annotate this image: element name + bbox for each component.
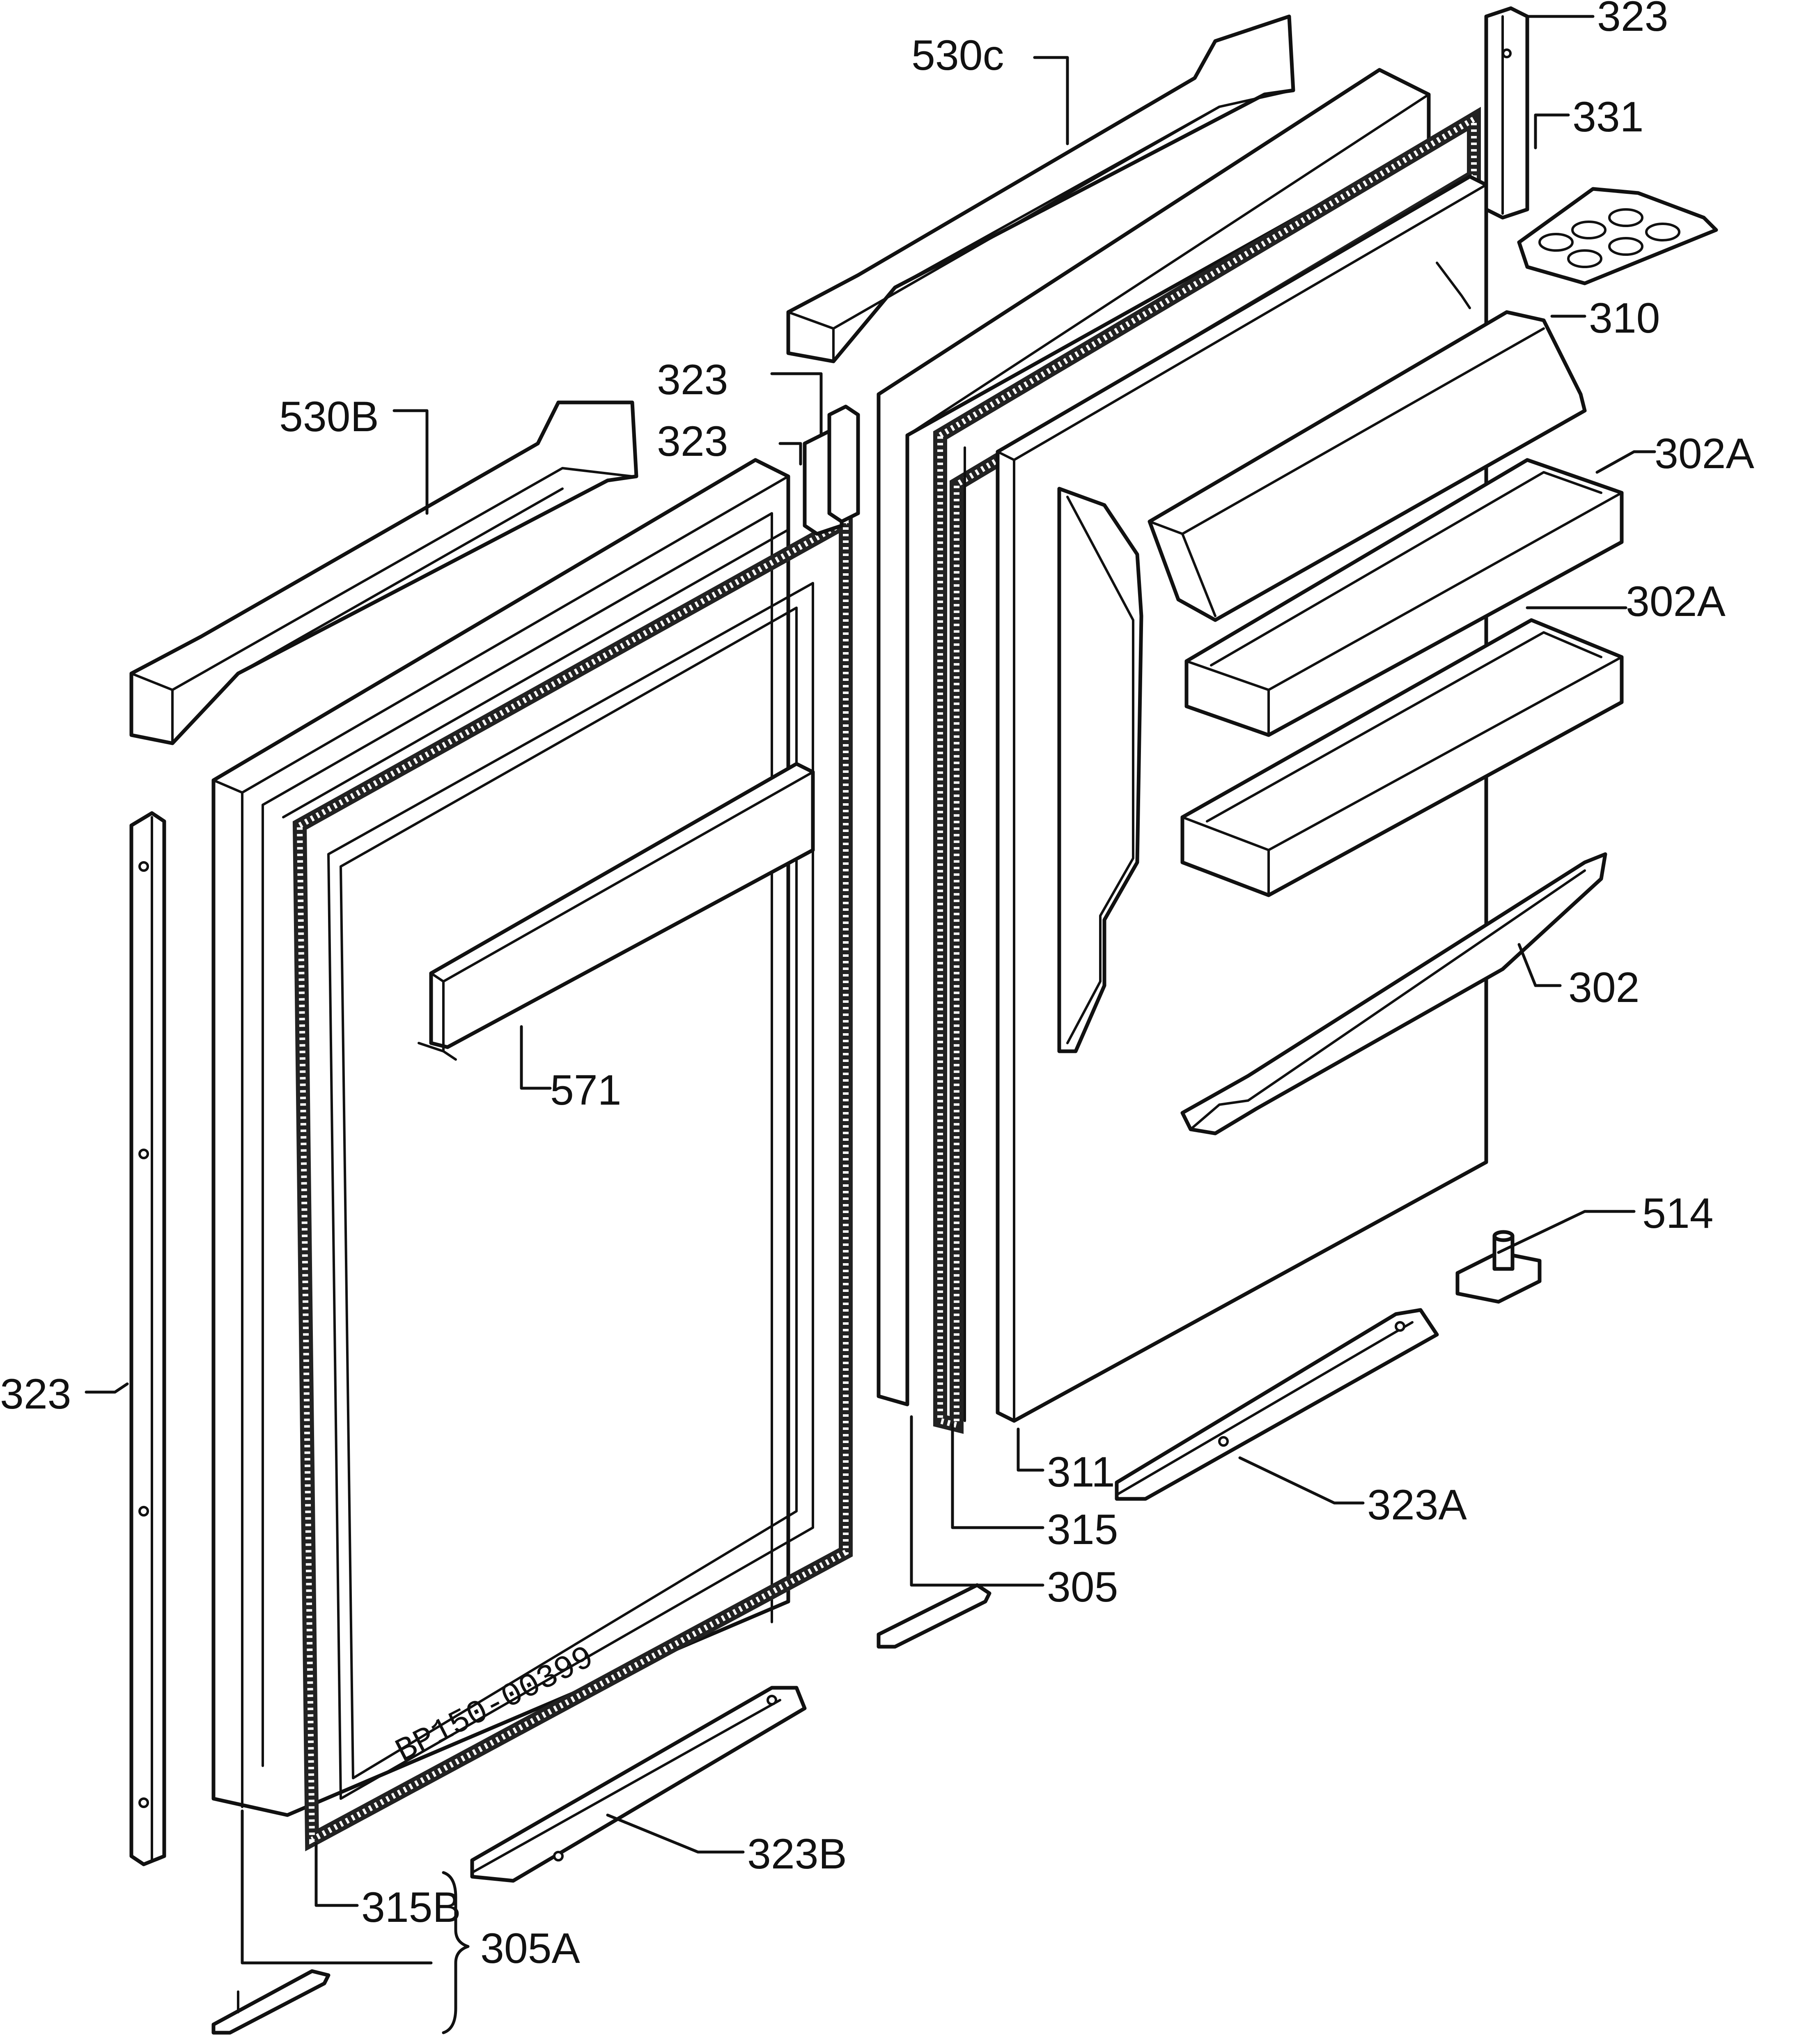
callout-310: 310 (1589, 294, 1660, 342)
callout-323b: 323B (747, 1830, 847, 1878)
callout-305: 305 (1047, 1563, 1118, 1611)
part-315-right-gasket (933, 107, 1481, 1434)
callout-331: 331 (1572, 93, 1644, 141)
part-302a-upper-shelf (1184, 458, 1624, 737)
callout-323-left: 323 (0, 1370, 71, 1418)
part-323-mid-rails (803, 404, 860, 536)
part-571-shelf (418, 762, 815, 1061)
part-302a-middle-shelf (1180, 618, 1624, 897)
part-310-flap (1148, 262, 1587, 622)
callout-311: 311 (1047, 1448, 1115, 1496)
callout-302: 302 (1568, 964, 1640, 1011)
callout-530b: 530B (279, 393, 379, 441)
part-305-right-hinge (877, 1583, 991, 1649)
callout-302a-2: 302A (1626, 578, 1726, 625)
callout-323-top-right: 323 (1597, 0, 1669, 40)
callout-315: 315 (1047, 1506, 1118, 1553)
callout-323-mid-a: 323 (657, 356, 728, 404)
part-323a-bottom-rail (1115, 1308, 1439, 1501)
callout-302a-1: 302A (1655, 430, 1755, 478)
callout-labels: 530c 323 331 310 302A 302A 302 323 323 5… (0, 0, 1755, 1972)
callout-315b: 315B (361, 1884, 461, 1931)
callout-530c: 530c (911, 32, 1004, 79)
part-530c-top-cap (786, 14, 1295, 363)
callout-514: 514 (1642, 1190, 1714, 1237)
part-323b-bottom-rail (470, 1686, 807, 1883)
part-right-door-panel (877, 68, 1431, 1406)
part-323-left-rail (129, 811, 166, 1866)
callout-305a: 305A (480, 1925, 581, 1972)
part-323-top-right-rail (1484, 6, 1529, 220)
callout-323-mid-b: 323 (657, 418, 728, 465)
part-302-bottle-rail (1180, 852, 1607, 1135)
leader-lines (85, 15, 1656, 2034)
part-331-egg-tray (1517, 187, 1718, 285)
part-305a-left-hinge (211, 1969, 330, 2035)
part-514-hinge-pin (1455, 1230, 1542, 1304)
callout-571: 571 (550, 1066, 622, 1114)
callout-323a: 323A (1367, 1481, 1467, 1529)
